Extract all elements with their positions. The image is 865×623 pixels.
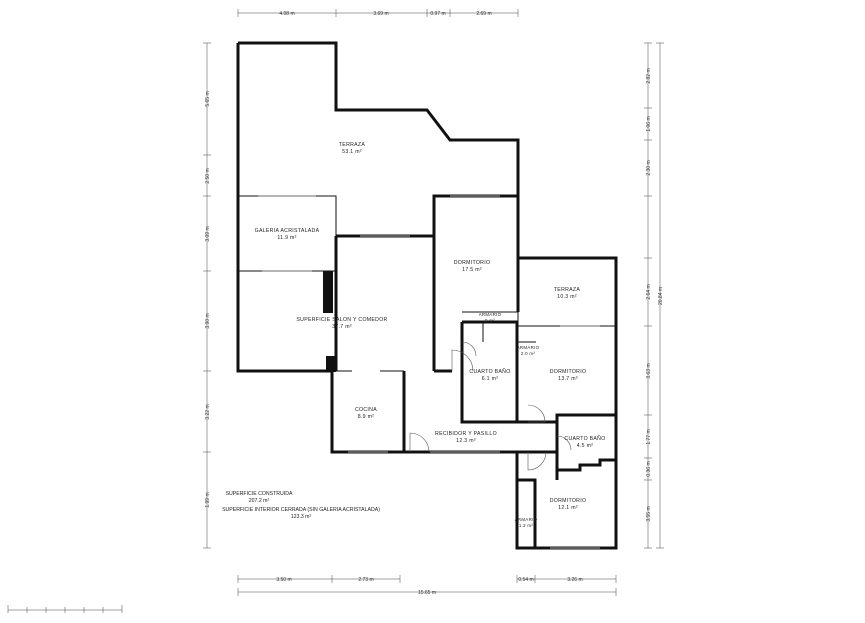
walls <box>236 41 618 550</box>
room-dormitorio-3-area: 12.1 m² <box>558 505 578 511</box>
room-salon-name: SUPERFICIE SALON Y COMEDOR <box>296 317 387 323</box>
room-cocina-name: COCINA <box>355 407 377 413</box>
room-cocina-area: 8.9 m² <box>358 414 375 420</box>
room-dormitorio-2-area: 13.7 m² <box>558 376 578 382</box>
room-armario-2-area: 2.0 m² <box>521 351 535 356</box>
room-bano-1-area: 6.1 m² <box>482 376 499 382</box>
room-dormitorio-2-name: DORMITORIO <box>550 369 587 375</box>
built-area-label: SUPERFICIE CONSTRUIDA <box>226 491 293 497</box>
dimension-lines <box>203 9 664 596</box>
room-armario-2-name: ARMARIO <box>517 345 540 350</box>
scale-bar <box>7 605 123 613</box>
dim-total-height: 20.84 m <box>658 287 664 305</box>
area-summary: SUPERFICIE CONSTRUIDA 207.2 m² SUPERFICI… <box>222 491 380 520</box>
dim-top-1: 4.08 m <box>279 11 294 17</box>
room-dormitorio-1-name: DORMITORIO <box>454 260 491 266</box>
dim-right-2: 1.06 m <box>646 116 652 131</box>
room-recibidor-area: 12.3 m² <box>456 438 476 444</box>
room-armario-1-area: 0 m² <box>485 318 495 323</box>
dim-bottom-3: 0.54 m <box>518 577 533 583</box>
room-armario-3-name: ARMARIO <box>515 517 538 522</box>
dim-right-4: 2.64 m <box>646 284 652 299</box>
room-bano-2-area: 4.5 m² <box>577 443 594 449</box>
dim-left-2: 2.50 m <box>205 168 211 183</box>
dim-left-5: 3.22 m <box>205 404 211 419</box>
room-terraza-2-name: TERRAZA <box>554 287 581 293</box>
dim-total-width: 15.65 m <box>418 590 436 596</box>
dim-bottom-2: 2.73 m <box>358 577 373 583</box>
room-salon-area: 37.7 m² <box>332 324 352 330</box>
dim-top-4: 2.69 m <box>476 11 491 17</box>
dim-right-7: 0.36 m <box>646 461 652 476</box>
dim-top-2: 3.69 m <box>373 11 388 17</box>
interior-area-label: SUPERFICIE INTERIOR CERRADA (SIN GALERIA… <box>222 507 380 513</box>
room-dormitorio-3-name: DORMITORIO <box>550 498 587 504</box>
dim-left-3: 3.09 m <box>205 226 211 241</box>
dim-right-8: 3.55 m <box>646 506 652 521</box>
windows <box>258 195 600 549</box>
dim-right-6: 1.77 m <box>646 429 652 444</box>
dim-left-6: 1.99 m <box>205 492 211 507</box>
room-recibidor-name: RECIBIDOR Y PASILLO <box>435 431 497 437</box>
room-labels: TERRAZA 53.1 m² GALERIA ACRISTALADA 11.9… <box>255 142 606 528</box>
room-galeria-name: GALERIA ACRISTALADA <box>255 228 320 234</box>
dim-right-5: 3.63 m <box>646 363 652 378</box>
dim-top-3: 0.97 m <box>430 11 445 17</box>
room-terraza-name: TERRAZA <box>339 142 366 148</box>
room-bano-2-name: CUARTO BAÑO <box>564 435 605 442</box>
dimension-labels: 4.08 m 3.69 m 0.97 m 2.69 m 3.50 m 2.73 … <box>205 11 664 596</box>
room-galeria-area: 11.9 m² <box>277 235 296 241</box>
room-bano-1-name: CUARTO BAÑO <box>469 368 510 375</box>
room-armario-3-area: 1.2 m² <box>519 523 533 528</box>
interior-area-value: 123.3 m² <box>291 514 312 520</box>
dim-left-1: 5.65 m <box>205 91 211 106</box>
dim-bottom-1: 3.50 m <box>276 577 291 583</box>
room-terraza-area: 53.1 m² <box>342 149 362 155</box>
room-terraza-2-area: 10.3 m² <box>557 294 577 300</box>
dim-left-4: 3.90 m <box>205 313 211 328</box>
dim-bottom-4: 3.26 m <box>567 577 582 583</box>
room-armario-1-name: ARMARIO <box>479 312 502 317</box>
room-dormitorio-1-area: 17.5 m² <box>462 267 482 273</box>
dim-right-1: 2.82 m <box>646 68 652 83</box>
doors <box>409 341 572 471</box>
dim-right-3: 2.30 m <box>646 160 652 175</box>
built-area-value: 207.2 m² <box>249 498 270 504</box>
